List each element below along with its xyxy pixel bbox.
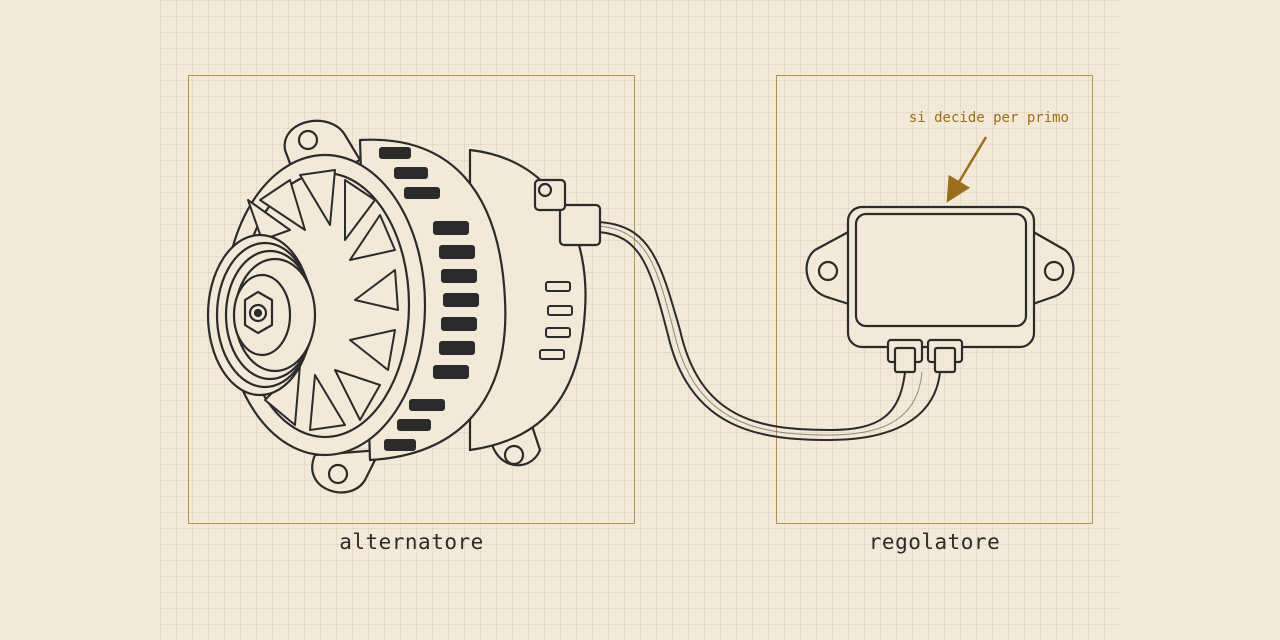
regulator-frame <box>776 75 1093 524</box>
regulator-caption: regolatore <box>868 530 1001 554</box>
annotation-label: si decide per primo <box>908 110 1069 126</box>
wire-harness <box>597 221 941 442</box>
voltage-regulator-icon <box>805 205 1075 374</box>
alternator-icon <box>206 119 602 494</box>
alternator-frame <box>188 75 635 524</box>
annotation-arrow-icon <box>946 136 988 203</box>
alternator-caption: alternatore <box>339 530 484 554</box>
